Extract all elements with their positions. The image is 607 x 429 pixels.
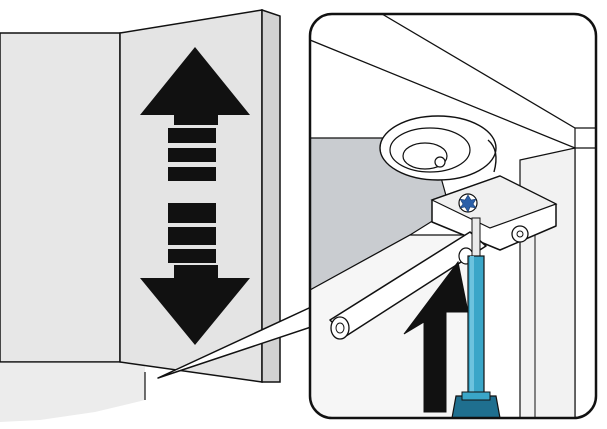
left-door-panel: [0, 32, 121, 363]
appliance-overview: [0, 8, 281, 422]
right-door-edge: [261, 8, 281, 383]
up-arrow-icon: [403, 260, 469, 413]
hinge-pin-mount: [379, 115, 497, 181]
screwdriver-icon: [451, 217, 501, 418]
arrow-shaft-segment: [168, 167, 216, 181]
hinge-arm: [329, 231, 487, 340]
arrow-shaft-segment: [168, 148, 216, 162]
frame-edge: [519, 147, 576, 418]
arrow-down-head: [140, 265, 250, 345]
arrow-shaft-segment: [168, 227, 216, 245]
cabinet-top: [310, 14, 596, 149]
arrow-shaft-segment: [168, 249, 216, 263]
detail-callout: [308, 12, 598, 420]
detail-frame-border: [308, 12, 598, 420]
hinge-bracket-icon: [430, 175, 558, 251]
arrow-shaft-segment: [168, 128, 216, 143]
double-vertical-arrow: [140, 47, 250, 345]
plinth: [0, 362, 145, 422]
arrow-shaft-segment: [168, 203, 216, 223]
arrow-up-head: [140, 47, 250, 125]
